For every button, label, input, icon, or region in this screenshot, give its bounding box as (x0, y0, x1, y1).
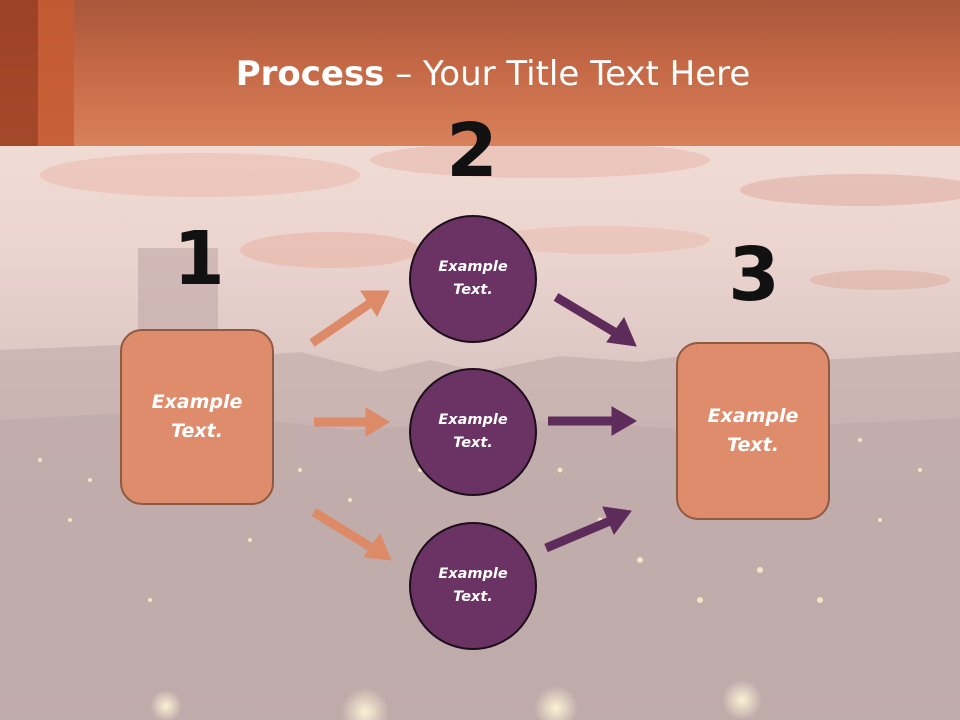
left-process-box[interactable]: Example Text. (120, 329, 274, 505)
arrow-left-to-top-head (360, 290, 390, 318)
arrow-mid-to-right-head (611, 406, 637, 436)
circle-bottom-text: Example Text. (438, 566, 508, 605)
title-rest: – Your Title Text Here (384, 54, 751, 94)
circle-middle-text: Example Text. (438, 412, 508, 451)
arrow-left-to-top (309, 298, 375, 347)
arrow-left-to-mid-head (365, 407, 390, 437)
arrow-top-to-right-head (606, 316, 637, 347)
circle-top-text: Example Text. (438, 259, 508, 298)
header-banner (0, 0, 960, 146)
left-box-text: Example Text. (151, 391, 243, 442)
right-box-text: Example Text. (707, 405, 799, 456)
slide-title[interactable]: Process – Your Title Text Here (0, 52, 960, 96)
arrow-top-to-right (553, 293, 619, 337)
arrow-left-to-bottom (311, 508, 375, 552)
arrow-bottom-to-right (544, 516, 612, 553)
title-bold: Process (235, 54, 385, 94)
arrow-bottom-to-right-head (602, 506, 632, 536)
step-number-3: 3 (728, 232, 780, 318)
header-accent-bar-dark (0, 0, 38, 146)
step-number-1: 1 (173, 216, 225, 302)
step-number-2: 2 (446, 108, 498, 194)
circle-top[interactable]: Example Text. (409, 215, 537, 343)
header-accent-bar-light (38, 0, 74, 146)
arrow-left-to-bottom-head (363, 532, 392, 561)
circle-bottom[interactable]: Example Text. (409, 522, 537, 650)
circle-middle[interactable]: Example Text. (409, 368, 537, 496)
right-process-box[interactable]: Example Text. (676, 342, 830, 520)
